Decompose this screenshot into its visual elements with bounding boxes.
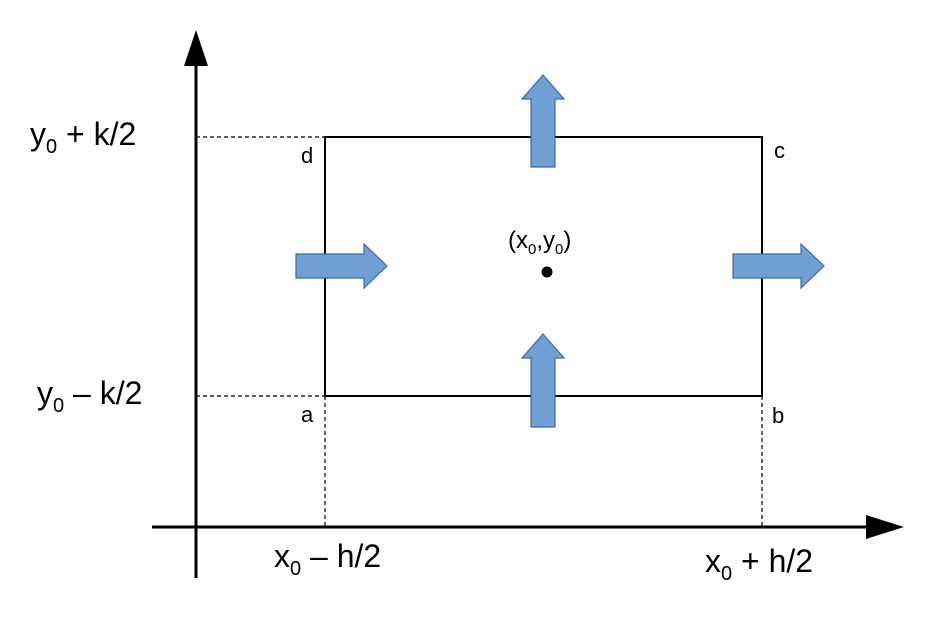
corner-label-a: a (301, 402, 314, 427)
y-axis-arrowhead (184, 30, 208, 66)
arrow-up-bottom-icon (520, 333, 566, 428)
arrow-right-left-icon (295, 242, 388, 290)
x-right-label: x0 + h/2 (705, 543, 813, 585)
flux-arrows (295, 74, 825, 428)
center-label: (x0,y0) (508, 227, 571, 258)
y-bottom-label: y0 – k/2 (37, 375, 142, 417)
x-axis-arrowhead (866, 515, 904, 539)
arrow-up-top-icon (520, 74, 566, 168)
y-top-label: y0 + k/2 (30, 116, 136, 158)
dashed-guides (196, 136, 763, 527)
corner-label-d: d (301, 143, 313, 168)
arrow-right-right-icon (732, 242, 825, 290)
corner-label-b: b (772, 403, 784, 428)
x-left-label: x0 – h/2 (274, 538, 381, 580)
axes (152, 30, 904, 578)
center-point (541, 266, 553, 278)
corner-label-c: c (774, 138, 785, 163)
